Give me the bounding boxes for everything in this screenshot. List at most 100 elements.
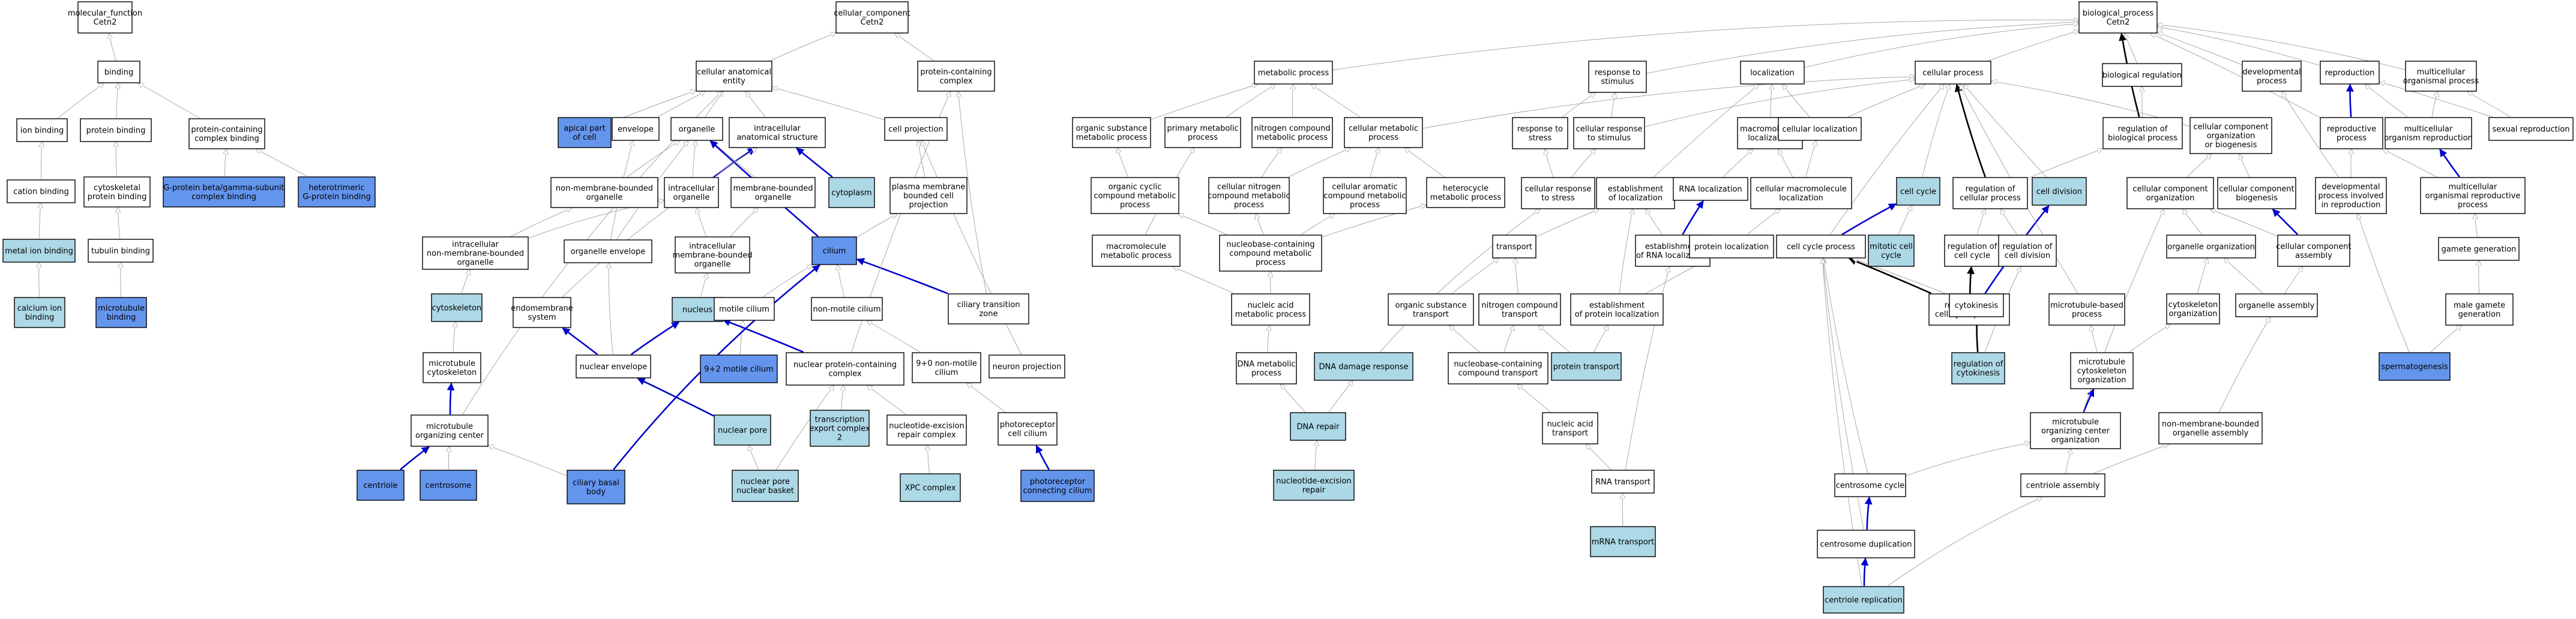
go-term-tubb[interactable]: tubulin binding (88, 239, 154, 263)
go-term-m92[interactable]: 9+2 motile cilium (700, 354, 778, 383)
go-term-srep[interactable]: sexual reproduction (2488, 117, 2574, 141)
go-term-mcil[interactable]: motile cilium (714, 297, 775, 321)
go-term-metp[interactable]: metabolic process (1254, 61, 1333, 85)
go-term-repro[interactable]: reproduction (2320, 61, 2380, 85)
go-term-breg[interactable]: biological regulation (2102, 63, 2182, 87)
go-term-ckin[interactable]: cytokinesis (1949, 293, 2004, 317)
go-term-nenv[interactable]: nuclear envelope (576, 354, 651, 378)
go-term-gg[interactable]: gamete generation (2438, 237, 2520, 261)
go-term-csome[interactable]: centrosome (420, 470, 477, 501)
go-term-cdup[interactable]: centrosome duplication (1817, 530, 1915, 558)
go-term-env[interactable]: envelope (612, 117, 660, 141)
go-term-loc[interactable]: localization (1740, 61, 1805, 85)
go-term-ploc[interactable]: protein localization (1689, 235, 1774, 259)
go-term-nmcil[interactable]: non-motile cilium (811, 297, 883, 321)
go-term-ptr[interactable]: protein transport (1551, 352, 1622, 381)
go-term-cyto[interactable]: cytoplasm (828, 177, 875, 208)
go-term-npore[interactable]: nuclear pore (714, 414, 771, 446)
go-term-ionb[interactable]: ion binding (16, 118, 68, 142)
go-term-csk[interactable]: cytoskeleton (431, 293, 483, 322)
go-term-protb[interactable]: protein binding (80, 118, 152, 142)
go-term-metb[interactable]: metal ion binding (2, 239, 76, 263)
go-term-oenv[interactable]: organelle envelope (564, 239, 652, 263)
go-term-catb[interactable]: cation binding (7, 179, 76, 203)
go-term-ccyc2[interactable]: centrosome cycle (1834, 473, 1906, 497)
go-term-trans[interactable]: transport (1492, 235, 1536, 259)
go-term-rnal[interactable]: RNA localization (1673, 177, 1748, 201)
go-term-nproj[interactable]: neuron projection (989, 354, 1065, 378)
go-term-ccp[interactable]: cell cycle process (1776, 235, 1866, 259)
go-term-cp[interactable]: cellular process (1915, 61, 1991, 85)
go-term-cloc[interactable]: cellular localization (1778, 117, 1862, 141)
go-term-cproj[interactable]: cell projection (884, 117, 948, 141)
go-term-ddr[interactable]: DNA damage response (1314, 352, 1413, 381)
go-term-cass[interactable]: centriole assembly (2020, 473, 2105, 497)
go-term-dnar[interactable]: DNA repair (1290, 412, 1346, 441)
go-term-oass[interactable]: organelle assembly (2235, 293, 2318, 317)
go-term-mrnat[interactable]: mRNA transport (1590, 526, 1656, 557)
go-term-ccyc[interactable]: cell cycle (1896, 177, 1940, 206)
